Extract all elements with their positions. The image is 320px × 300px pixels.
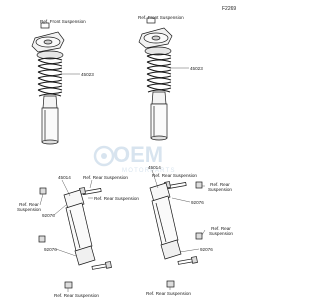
front-right-top-nut	[146, 17, 156, 24]
rear-left-part-bolt-a: 92076	[42, 213, 55, 218]
rear-right-bottom-washer	[166, 280, 175, 288]
rear-left-shock-lower	[74, 245, 96, 266]
watermark-subtitle: MOTORPARTS	[122, 168, 176, 174]
front-right-coil-spring	[146, 53, 172, 93]
rear-shock-right-drawing	[149, 181, 203, 288]
front-strut-left-drawing	[31, 22, 65, 145]
rear-left-lower-nut	[64, 281, 73, 289]
front-left-part-number: 45023	[81, 72, 94, 77]
front-left-top-nut	[40, 22, 50, 29]
rear-left-part-bolt-b: 92076	[44, 247, 57, 252]
front-right-spring-seat	[144, 46, 172, 56]
rear-left-ref-left: Ref. Rear Suspension	[16, 202, 41, 212]
rear-left-ref-top: Ref. Rear Suspension	[83, 175, 128, 180]
rear-left-bushing-b	[38, 235, 46, 243]
rear-right-ref-right-2: Ref. Rear Suspension	[208, 226, 233, 236]
parts-diagram: F2269 OEM MOTORPARTS	[16, 6, 237, 298]
rear-left-leaders	[39, 179, 93, 292]
rear-right-lower-nut	[195, 232, 203, 240]
front-strut-right-drawing	[138, 17, 173, 141]
figure-id: F2269	[222, 6, 237, 12]
rear-left-main-part: 45014	[58, 175, 71, 180]
front-right-leaders	[171, 67, 189, 69]
rear-left-ref-bottom: Ref. Rear Suspension	[54, 293, 99, 298]
front-left-spring-seat	[36, 50, 64, 60]
rear-right-ref-top: Ref. Rear Suspension	[152, 173, 197, 178]
rear-right-ref-bottom: Ref. Rear Suspension	[146, 291, 191, 296]
front-left-coil-spring	[37, 57, 63, 97]
rear-left-ref-mid: Ref. Rear Suspension	[94, 196, 139, 201]
front-right-part-number: 45023	[190, 66, 203, 71]
rear-right-ref-right: Ref. Rear Suspension	[207, 182, 232, 192]
rear-left-shock-body	[65, 202, 93, 252]
rear-right-leaders	[151, 169, 206, 290]
front-left-leaders	[43, 22, 80, 75]
rear-right-top-nut	[195, 181, 203, 189]
watermark-brand: OEM	[113, 142, 163, 167]
front-left-ref-label: Ref. Front Suspension	[40, 19, 86, 24]
rear-right-part-bolt-a: 92076	[191, 200, 204, 205]
front-right-ref-label: Ref. Front Suspension	[138, 15, 184, 20]
rear-right-part-bolt-b: 92076	[200, 247, 213, 252]
rear-right-shock-body	[151, 195, 179, 246]
rear-right-shock-lower	[160, 239, 182, 260]
rear-right-main-part: 45014	[148, 165, 161, 170]
rear-shock-left-drawing	[38, 187, 112, 289]
watermark: OEM MOTORPARTS	[93, 142, 176, 174]
